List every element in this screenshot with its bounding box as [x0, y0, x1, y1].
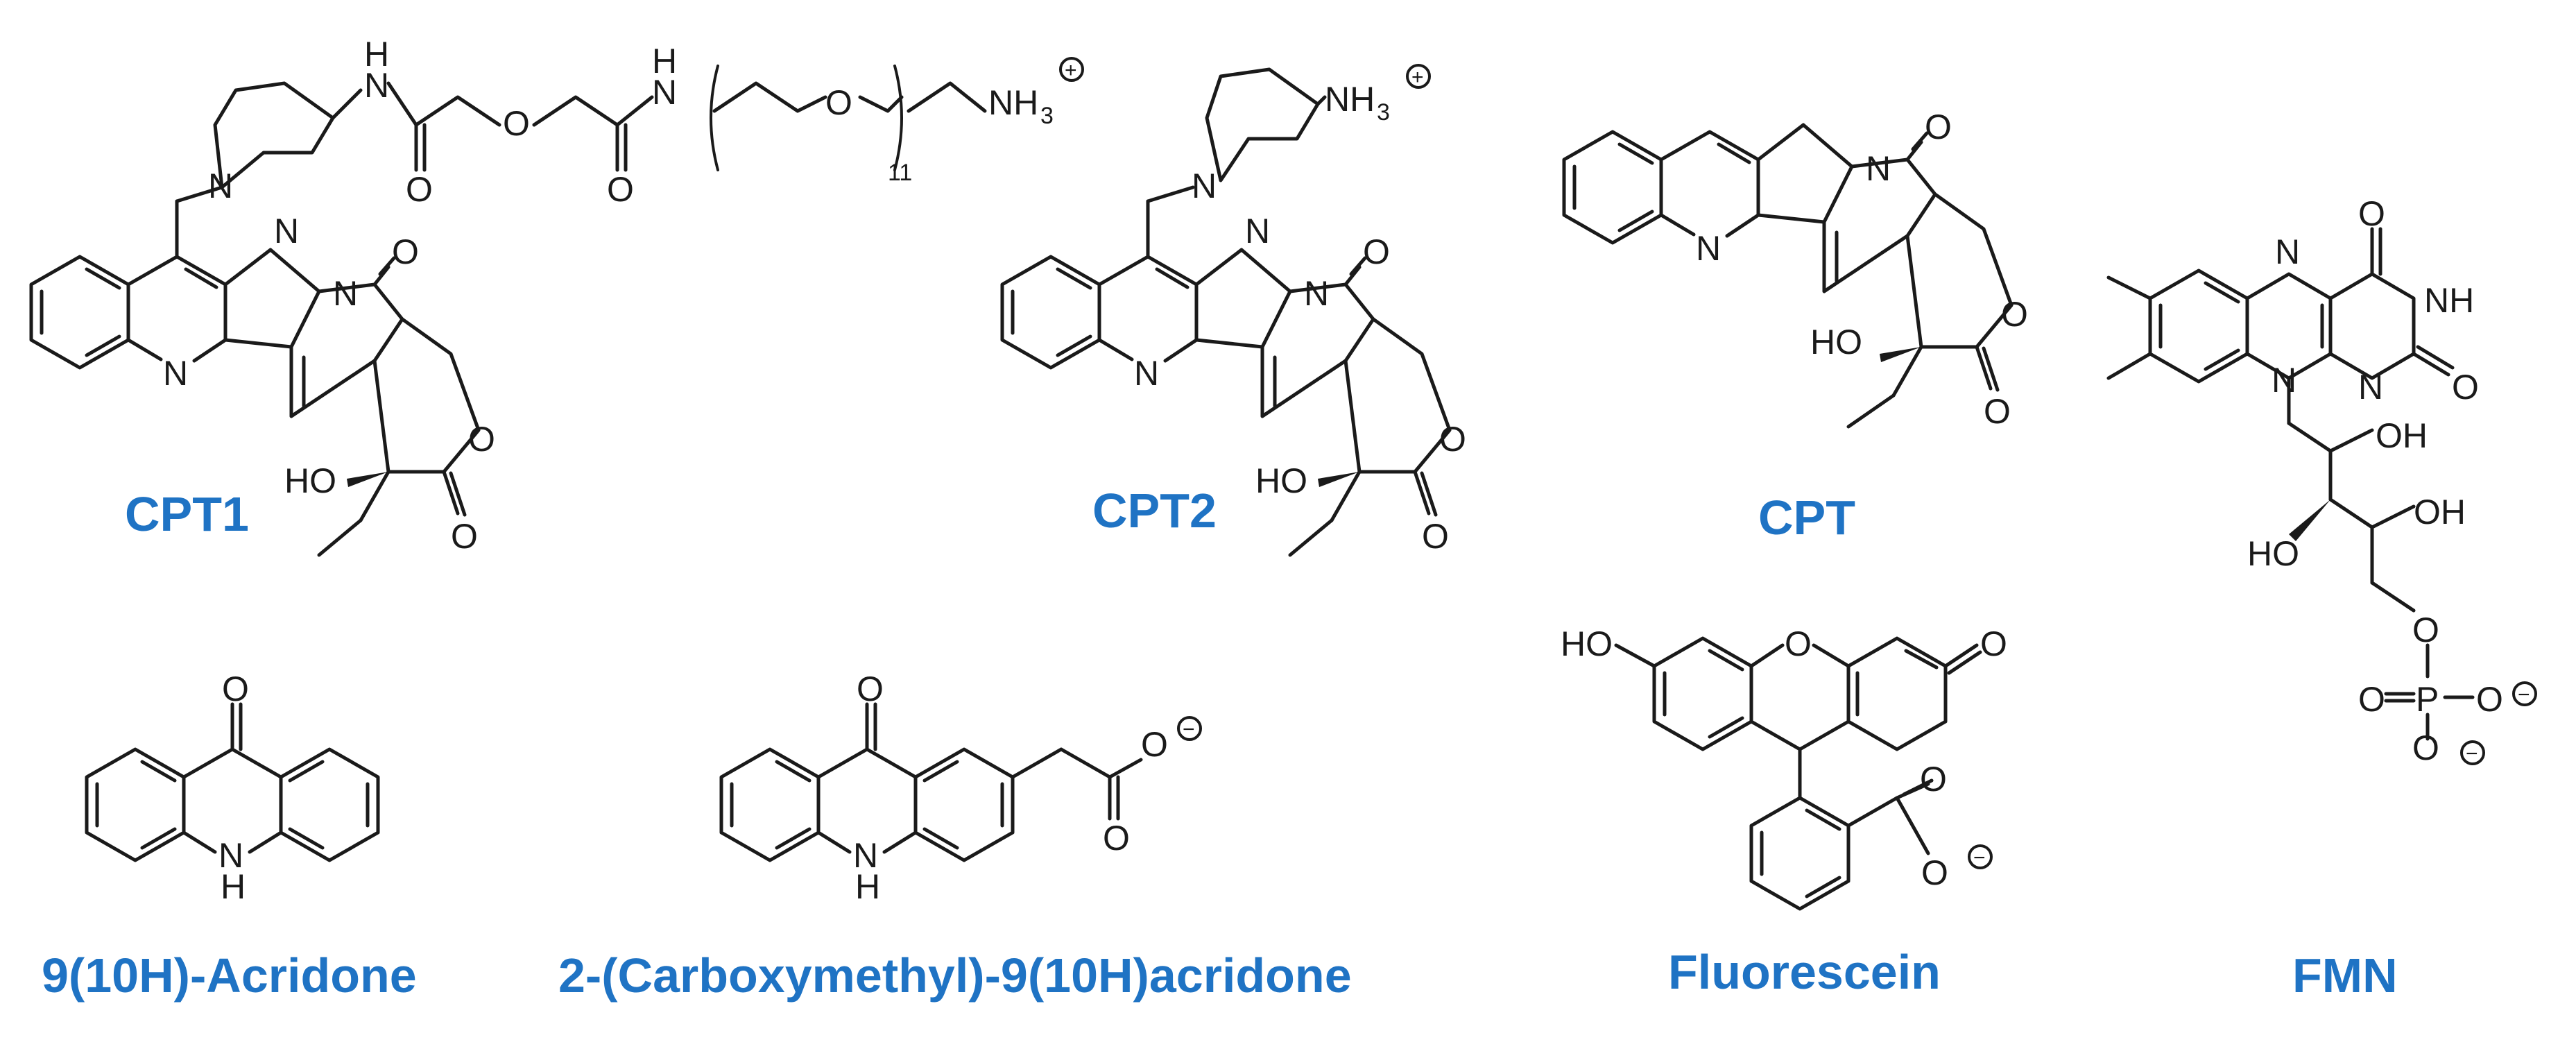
atom-o: O	[825, 83, 852, 122]
atom-n: N	[218, 836, 243, 875]
structure-cpt2: N N N O O O HO N NH 3 +	[1000, 64, 1466, 557]
label-cpt: CPT	[1758, 491, 1855, 545]
atom-n: N	[1134, 354, 1159, 393]
atom-o: O	[1921, 853, 1948, 892]
atom-nh3: NH	[1325, 80, 1375, 119]
atom-o: O	[406, 170, 433, 209]
atom-o: O	[1422, 517, 1449, 556]
atom-o: O	[1785, 624, 1812, 663]
atom-oh: OH	[2376, 416, 2428, 455]
structure-cpt1: N N N O O O HO N N H O O O N H O 11 NH 3…	[29, 35, 1084, 557]
atom-o: O	[607, 170, 634, 209]
charge-minus: −	[1183, 718, 1195, 741]
atom-n: N	[2275, 232, 2300, 271]
atom-o: O	[2358, 194, 2385, 233]
label-fmn: FMN	[2292, 948, 2398, 1003]
atom-ho: HO	[1810, 323, 1862, 361]
atom-o: O	[2476, 680, 2503, 719]
atom-n: N	[333, 274, 358, 313]
atom-n: N	[163, 354, 188, 393]
atom-ho: HO	[284, 461, 336, 500]
atom-nh: NH	[2424, 281, 2474, 320]
atom-o: O	[1925, 108, 1952, 146]
atom-o: O	[2412, 611, 2439, 649]
atom-subscript: 3	[1040, 103, 1054, 129]
atom-o: O	[1103, 819, 1130, 858]
atom-n: N	[1866, 149, 1891, 188]
atom-n: N	[2272, 361, 2296, 400]
atom-o: O	[1980, 624, 2007, 663]
atom-o: O	[2358, 680, 2385, 719]
label-acridone: 9(10H)-Acridone	[42, 948, 417, 1003]
atom-o: O	[2001, 295, 2028, 334]
atom-h: H	[855, 867, 880, 906]
charge-minus: −	[2518, 683, 2530, 706]
peg-repeat-count: 11	[888, 160, 912, 186]
structure-fluorescein: HO O O O O −	[1561, 624, 2007, 911]
atom-o: O	[2412, 728, 2439, 767]
atom-o: O	[2452, 368, 2479, 407]
atom-o: O	[451, 517, 478, 556]
atom-o: O	[468, 420, 495, 459]
atom-h: H	[652, 42, 677, 80]
charge-plus: +	[1411, 66, 1424, 89]
label-fluorescein: Fluorescein	[1668, 945, 1941, 999]
atom-ho: HO	[1561, 624, 1613, 663]
atom-o: O	[503, 104, 530, 143]
charge-minus: −	[2466, 742, 2478, 765]
atom-n: N	[1192, 167, 1217, 205]
structure-acridone: O N H	[85, 670, 380, 906]
label-cpt1: CPT1	[125, 487, 249, 541]
label-carboxymethyl-acridone: 2-(Carboxymethyl)-9(10H)acridone	[558, 948, 1352, 1003]
charge-minus: −	[1973, 846, 1986, 869]
atom-subscript: 3	[1377, 99, 1390, 126]
atom-n: N	[208, 167, 233, 205]
atom-n: N	[2358, 368, 2383, 407]
atom-h: H	[364, 35, 389, 74]
atom-o: O	[392, 232, 419, 271]
atom-o: O	[1984, 392, 2011, 431]
atom-h: H	[221, 867, 246, 906]
atom-n: N	[1245, 212, 1270, 250]
atom-o: O	[1920, 760, 1947, 799]
atom-o: O	[857, 670, 884, 708]
atom-n: N	[364, 66, 389, 105]
atom-n: N	[853, 836, 878, 875]
atom-o: O	[1439, 420, 1466, 459]
atom-n: N	[652, 73, 677, 112]
atom-o: O	[1363, 232, 1390, 271]
structure-fmn: N N O NH N O OH OH HO O P O O O − −	[2106, 194, 2537, 767]
atom-n: N	[274, 212, 299, 250]
atom-n: N	[1696, 229, 1721, 268]
charge-plus: +	[1065, 59, 1077, 82]
atom-n: N	[1304, 274, 1329, 313]
atom-o: O	[1141, 725, 1168, 764]
structure-carboxymethyl-acridone: O N H O O −	[719, 670, 1202, 906]
atom-nh3: NH	[988, 83, 1038, 122]
atom-ho: HO	[2247, 534, 2299, 573]
atom-o: O	[222, 670, 249, 708]
atom-p: P	[2416, 680, 2439, 719]
label-cpt2: CPT2	[1092, 484, 1217, 538]
atom-ho: HO	[1255, 461, 1307, 500]
atom-oh: OH	[2414, 493, 2466, 531]
structure-cpt: N N O O O HO	[1562, 108, 2028, 431]
